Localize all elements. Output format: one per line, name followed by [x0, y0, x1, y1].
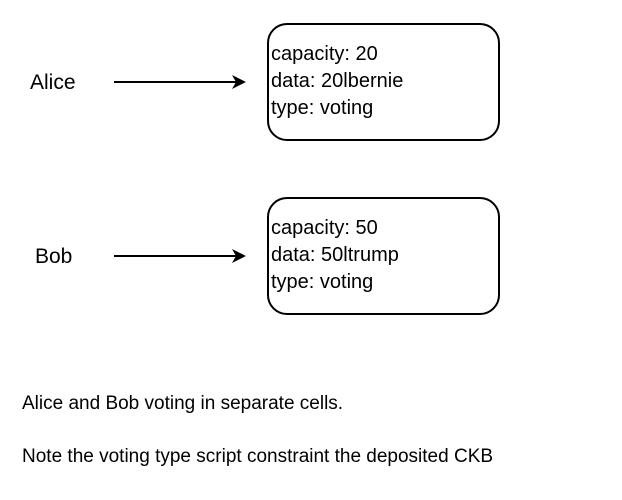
cell-type: type: voting [271, 97, 374, 119]
cell-type: type: voting [271, 271, 374, 293]
caption-separate-cells: Alice and Bob voting in separate cells. [22, 393, 344, 414]
cell-fields-alice: capacity: 20 data: 20lbernie type: votin… [271, 41, 403, 122]
cell-fields-bob: capacity: 50 data: 50ltrump type: voting [271, 215, 399, 296]
cell-capacity: capacity: 20 [271, 43, 378, 65]
cell-data: data: 50ltrump [271, 244, 399, 266]
cell-data: data: 20lbernie [271, 70, 404, 92]
cell-box-alice: capacity: 20 data: 20lbernie type: votin… [267, 23, 500, 141]
arrow-alice-to-cell [114, 75, 246, 89]
actor-label-alice: Alice [30, 71, 76, 94]
cell-box-bob: capacity: 50 data: 50ltrump type: voting [267, 197, 500, 315]
arrow-bob-to-cell [114, 249, 246, 263]
cell-capacity: capacity: 50 [271, 217, 378, 239]
actor-label-bob: Bob [35, 245, 73, 268]
caption-type-script-note: Note the voting type script constraint t… [22, 446, 494, 467]
